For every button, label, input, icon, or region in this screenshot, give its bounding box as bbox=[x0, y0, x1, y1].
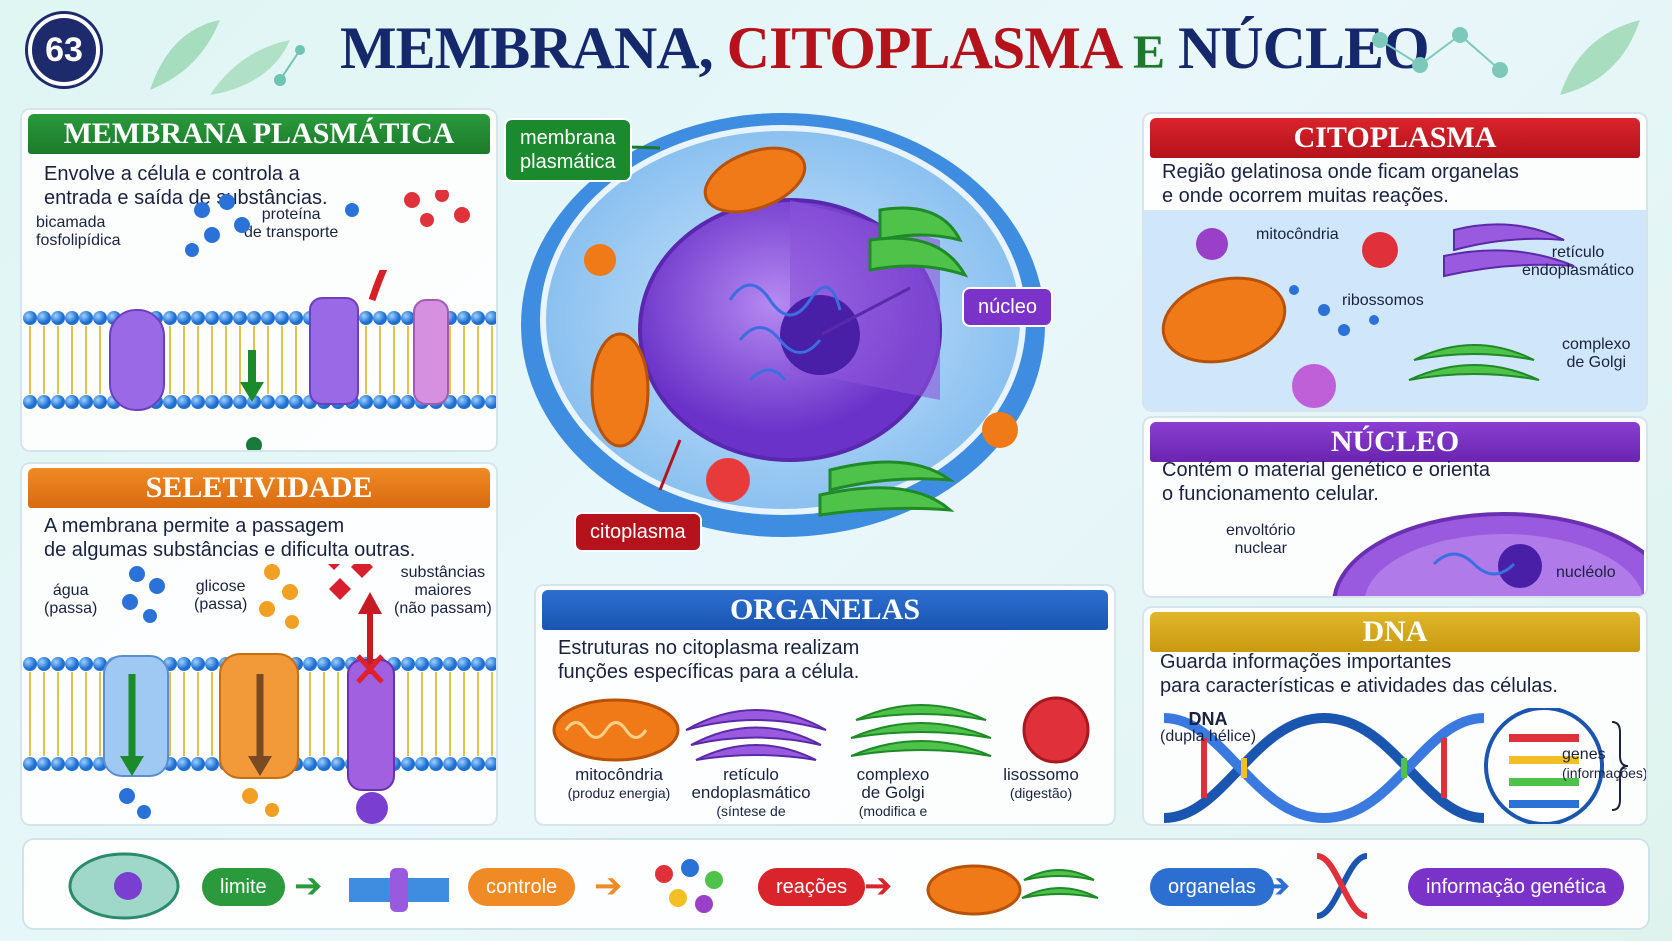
reticulum-icon bbox=[685, 709, 827, 761]
bilayer-label: bicamada fosfolipídica bbox=[36, 214, 121, 249]
organelles-mini-icon bbox=[926, 864, 1099, 916]
flow-organelas: organelas bbox=[1150, 868, 1274, 906]
glicose-label: glicose (passa) bbox=[194, 578, 248, 613]
seletividade-description: A membrana permite a passagem de algumas… bbox=[44, 515, 416, 561]
cell-illustration bbox=[521, 113, 1045, 537]
dna-label: DNA (dupla hélice) bbox=[1160, 709, 1257, 745]
cell-membrana-callout: membrana plasmática bbox=[504, 118, 632, 182]
flow-controle: controle bbox=[468, 868, 576, 906]
arrow-right-icon: ➔ bbox=[1262, 867, 1291, 905]
seletividade-panel: SELETIVIDADE A membrana permite a passag… bbox=[20, 462, 498, 826]
arrow-right-icon: ➔ bbox=[294, 867, 323, 905]
organelle-label: lisossomo(digestão) bbox=[1003, 765, 1079, 802]
dna-mini-icon bbox=[1316, 853, 1368, 919]
page-number-badge: 63 bbox=[28, 14, 100, 86]
transport-protein-label: proteína de transporte bbox=[244, 206, 339, 241]
phospholipid-bilayer-illustration bbox=[23, 270, 496, 450]
organelle-label: mitocôndria(produz energia) bbox=[567, 765, 671, 802]
membrana-plasmatica-panel: MEMBRANA PLASMÁTICA Envolve a célula e c… bbox=[20, 108, 498, 452]
cyto-reticulo-label: retículo endoplasmático bbox=[1522, 244, 1635, 279]
cyto-golgi-label: complexo de Golgi bbox=[1562, 336, 1631, 371]
nucleolo-label: nucléolo bbox=[1556, 564, 1616, 581]
cytoplasm-illustration bbox=[1144, 210, 1646, 410]
membrana-plasmatica-title: MEMBRANA PLASMÁTICA bbox=[28, 114, 490, 154]
dna-title: DNA bbox=[1150, 612, 1640, 652]
dna-helix-illustration bbox=[1164, 708, 1629, 824]
arrow-right-icon: ➔ bbox=[594, 867, 623, 905]
nucleo-title: NÚCLEO bbox=[1150, 422, 1640, 462]
organelas-panel: ORGANELAS Estruturas no citoplasma reali… bbox=[534, 584, 1116, 826]
cell-nucleo-callout: núcleo bbox=[962, 287, 1053, 327]
summary-flow-bar: limite ➔ controle ➔ reações ➔ organelas … bbox=[22, 838, 1650, 930]
page-number: 63 bbox=[45, 30, 83, 69]
substancias-maiores-label: substâncias maiores (não passam) bbox=[394, 564, 492, 617]
cell-icon bbox=[68, 852, 180, 920]
organelas-title: ORGANELAS bbox=[542, 590, 1108, 630]
envoltorio-nuclear-label: envoltório nuclear bbox=[1226, 522, 1296, 557]
molecule-decoration-icon bbox=[1372, 20, 1640, 95]
leaf-decoration-icon bbox=[150, 20, 305, 95]
seletividade-title: SELETIVIDADE bbox=[28, 468, 490, 508]
cyto-ribossomos-label: ribossomos bbox=[1342, 292, 1424, 309]
organelas-description: Estruturas no citoplasma realizam funçõe… bbox=[558, 637, 860, 683]
arrow-right-icon: ➔ bbox=[864, 867, 893, 905]
dna-panel: DNA Guarda informações importantes para … bbox=[1142, 606, 1648, 826]
citoplasma-panel: CITOPLASMA Região gelatinosa onde ficam … bbox=[1142, 112, 1648, 412]
mitochondria-icon bbox=[552, 698, 680, 762]
golgi-icon bbox=[850, 704, 992, 757]
genes-label: genes (informações) bbox=[1562, 746, 1648, 781]
flow-reacoes: reações bbox=[758, 868, 866, 906]
membrana-description: Envolve a célula e controla a entrada e … bbox=[44, 163, 328, 209]
organelles-icons bbox=[552, 696, 1090, 764]
molecules-cluster-icon bbox=[655, 859, 723, 913]
membrane-icon bbox=[349, 868, 449, 912]
flow-informacao-genetica: informação genética bbox=[1408, 868, 1625, 906]
cell-citoplasma-callout: citoplasma bbox=[574, 512, 702, 552]
dna-description: Guarda informações importantes para cara… bbox=[1160, 651, 1558, 697]
lysosome-icon bbox=[1022, 696, 1090, 764]
cyto-mitocondria-label: mitocôndria bbox=[1256, 226, 1339, 243]
flow-limite: limite bbox=[202, 868, 285, 906]
molecules-icon bbox=[185, 190, 470, 257]
nucleus-illustration bbox=[1332, 512, 1644, 596]
agua-label: água (passa) bbox=[44, 582, 98, 617]
citoplasma-title: CITOPLASMA bbox=[1150, 118, 1640, 158]
citoplasma-description: Região gelatinosa onde ficam organelas e… bbox=[1162, 161, 1519, 207]
page-title: MEMBRANA, CITOPLASMA E NÚCLEO bbox=[340, 15, 1430, 81]
nucleo-description: Contém o material genético e orienta o f… bbox=[1162, 459, 1490, 505]
nucleo-panel: NÚCLEO Contém o material genético e orie… bbox=[1142, 416, 1648, 598]
selective-membrane-illustration bbox=[23, 564, 496, 824]
